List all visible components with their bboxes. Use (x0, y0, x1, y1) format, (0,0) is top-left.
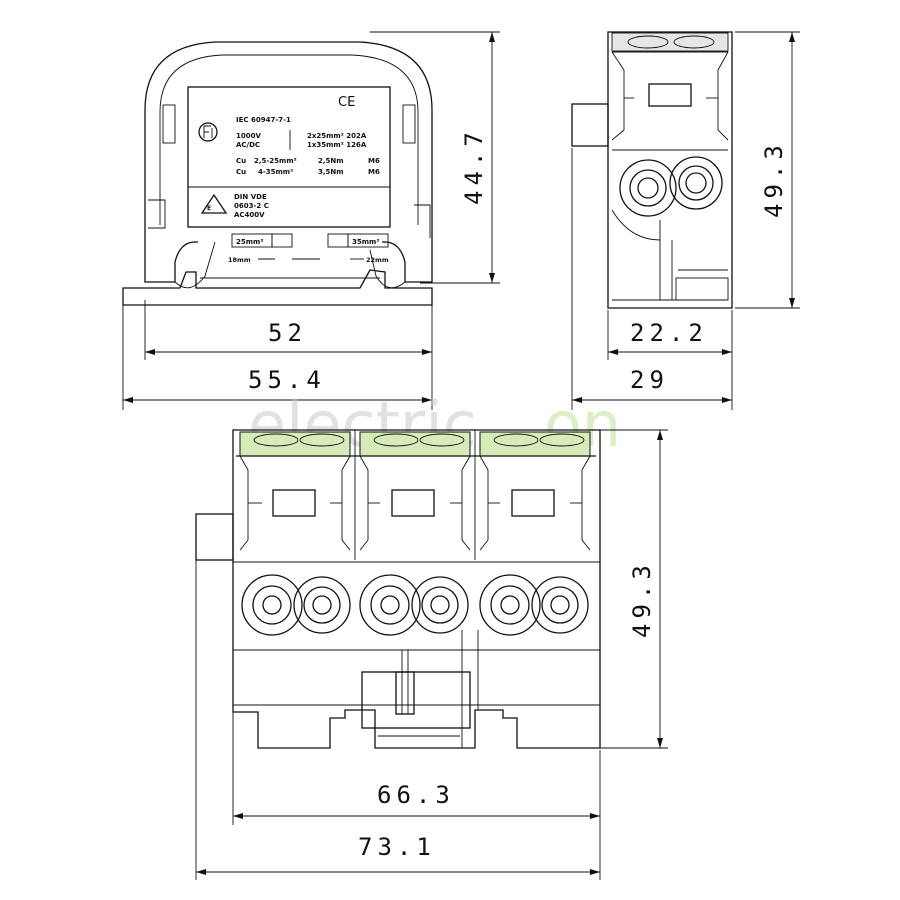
front-dimensions: 52 55.4 44.7 (122, 31, 500, 410)
dim-73-1: 73.1 (358, 833, 436, 861)
label-cu-1-screw: M6 (368, 157, 380, 165)
label-ac: AC400V (234, 211, 265, 219)
dim-29: 29 (630, 366, 669, 394)
label-rating-2: 1x35mm² 126A (307, 141, 367, 149)
strip-22mm: 22mm (366, 256, 389, 264)
dim-55-4: 55.4 (248, 366, 326, 394)
label-standard: IEC 60947-7-1 (236, 116, 291, 124)
label-cu-1: Cu (236, 157, 246, 165)
side-view (571, 31, 733, 309)
label-cu-2-torque: 3,5Nm (318, 168, 344, 176)
label-cu-2: Cu (236, 168, 246, 176)
dim-44-7: 44.7 (460, 127, 488, 205)
bottom-view (195, 429, 601, 749)
tag-35mm: 35mm² (352, 238, 379, 246)
label-cu-1-range: 2,5-25mm² (254, 157, 297, 165)
tag-25mm: 25mm² (236, 238, 263, 246)
label-ce: CE (338, 95, 355, 110)
label-cu-2-screw: M6 (368, 168, 380, 176)
vde-triangle-icon (200, 193, 228, 214)
label-din-no: 0603-2 C (234, 202, 269, 210)
label-din: DIN VDE (234, 193, 267, 201)
svg-text:E: E (207, 205, 211, 212)
label-cu-1-torque: 2,5Nm (318, 157, 344, 165)
rating-label-plate (187, 86, 391, 228)
strip-18mm: 18mm (228, 256, 251, 264)
side-dimensions: 49.3 22.2 29 (571, 31, 800, 410)
label-cu-2-range: 4-35mm² (258, 168, 293, 176)
dim-22-2: 22.2 (630, 319, 708, 347)
dim-bottom-49-3: 49.3 (628, 560, 656, 638)
bottom-dimensions: 49.3 66.3 73.1 (195, 429, 668, 880)
certification-icon (198, 122, 218, 142)
dim-side-49-3: 49.3 (760, 140, 788, 218)
label-rating-1: 2x25mm² 202A (307, 132, 367, 140)
dim-66-3: 66.3 (377, 781, 455, 809)
dim-52: 52 (268, 319, 307, 347)
terminal-screws (241, 574, 589, 636)
front-view: E CE IEC 60947-7-1 1000V AC/DC 2x25mm² 2… (122, 41, 433, 306)
side-window (648, 83, 692, 107)
label-voltage: 1000V (236, 132, 261, 140)
label-current-type: AC/DC (236, 141, 260, 149)
